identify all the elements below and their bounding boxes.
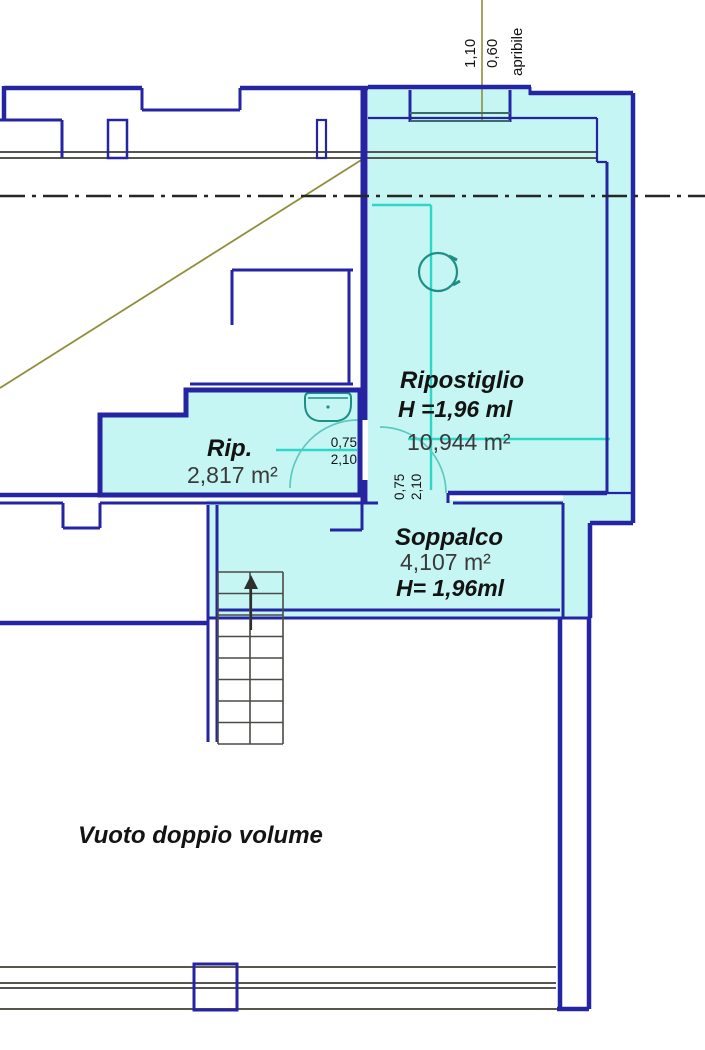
section-diagonal-line — [0, 156, 367, 389]
inner-walls — [0, 87, 609, 742]
rip-door-height-label: 2,10 — [331, 452, 357, 467]
window-annotation: 1,10 0,60 apribile — [462, 28, 526, 76]
staircase — [217, 571, 284, 745]
outer-walls — [0, 84, 636, 1012]
vuoto-label: Vuoto doppio volume — [78, 822, 323, 849]
door-corridor-fill — [368, 425, 448, 503]
soppalco-room-name: Soppalco — [395, 524, 503, 551]
pillar-top-left — [106, 118, 129, 160]
door-swing-arcs — [289, 419, 447, 494]
soppalco-door-height-label: 2,10 — [409, 474, 424, 500]
thin-wall-lines — [368, 116, 633, 495]
soppalco-door-width-label: 0,75 — [392, 474, 407, 500]
teal-partition-lines — [276, 203, 610, 490]
window-lines — [0, 151, 597, 1010]
soppalco-fill — [207, 500, 563, 618]
water-heater-icon — [417, 251, 459, 293]
pillar-top-mid — [315, 118, 328, 160]
water-heater-tabs — [448, 254, 461, 287]
window-height-label: 0,60 — [484, 39, 501, 68]
ripostiglio-room-fill — [368, 85, 633, 493]
rip-room-name: Rip. — [207, 435, 252, 462]
pillar-bottom — [192, 962, 239, 1012]
window-width-label: 1,10 — [462, 39, 479, 68]
soppalco-height-label: H= 1,96ml — [396, 575, 505, 601]
window-openable-label: apribile — [509, 28, 526, 76]
soppalco-area-label: 4,107 m² — [400, 549, 491, 575]
ripostiglio-room-name: Ripostiglio — [400, 367, 524, 394]
rip-area-label: 2,817 m² — [187, 462, 278, 488]
ripostiglio-height-label: H =1,96 ml — [398, 396, 513, 422]
labels: Ripostiglio H =1,96 ml 10,944 m² Rip. 2,… — [78, 367, 524, 849]
ripostiglio-area-label: 10,944 m² — [407, 429, 511, 455]
teal-details — [276, 203, 610, 494]
stair-arrow-head — [244, 575, 258, 589]
walls — [0, 84, 636, 1012]
right-column-fill — [563, 493, 633, 618]
ripostiglio-window — [410, 112, 510, 122]
rip-door-width-label: 0,75 — [331, 435, 357, 450]
